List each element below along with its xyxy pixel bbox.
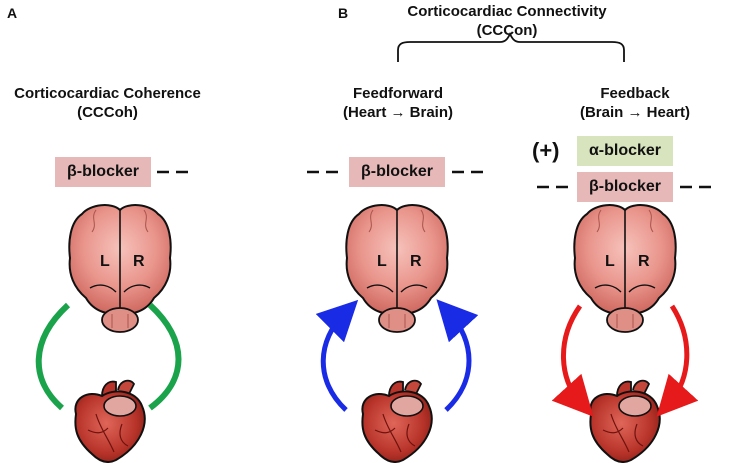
brain-left-label-fb: L — [605, 253, 615, 270]
plus-label: (+) — [532, 138, 560, 163]
heart-icon-feedforward — [361, 379, 433, 463]
brain-right-label-fb: R — [638, 253, 650, 270]
feedback-direction: (Brain → Heart) — [579, 104, 691, 121]
brain-right-label-a: R — [133, 253, 145, 270]
feedback-arrow-right — [656, 304, 699, 417]
panel-a-letter: A — [7, 5, 18, 21]
coherence-title: Corticocardiac Coherence — [14, 85, 201, 102]
feedforward-title: Feedforward — [352, 85, 443, 102]
feedback-arrow-left — [551, 304, 594, 417]
heart-icon-a — [74, 379, 146, 463]
coherence-arc-right — [147, 302, 182, 411]
connectivity-brace — [397, 31, 625, 62]
panel-b-letter: B — [338, 5, 349, 21]
alpha-blocker-box: α-blocker — [577, 136, 673, 166]
heart-icon-feedback — [589, 379, 661, 463]
coherence-arc-left — [35, 302, 71, 411]
connectivity-abbrev: (CCCon) — [476, 22, 538, 39]
brain-left-label-a: L — [100, 253, 110, 270]
beta-blocker-box-feedback: β-blocker — [577, 172, 673, 202]
beta-blocker-box-feedforward: β-blocker — [349, 157, 445, 187]
brain-icon-feedback — [573, 204, 677, 333]
feedforward-arrow-left — [315, 299, 359, 412]
beta-blocker-box-a: β-blocker — [55, 157, 151, 187]
connectivity-title: Corticocardiac Connectivity — [407, 3, 607, 20]
brain-icon-feedforward — [345, 204, 449, 333]
feedforward-direction: (Heart → Brain) — [342, 104, 454, 121]
coherence-abbrev: (CCCoh) — [77, 104, 138, 121]
brain-right-label-ff: R — [410, 253, 422, 270]
dashed-lines — [157, 170, 718, 189]
feedforward-arrow-right — [436, 299, 479, 412]
feedback-title: Feedback — [600, 85, 670, 102]
brain-left-label-ff: L — [377, 253, 387, 270]
